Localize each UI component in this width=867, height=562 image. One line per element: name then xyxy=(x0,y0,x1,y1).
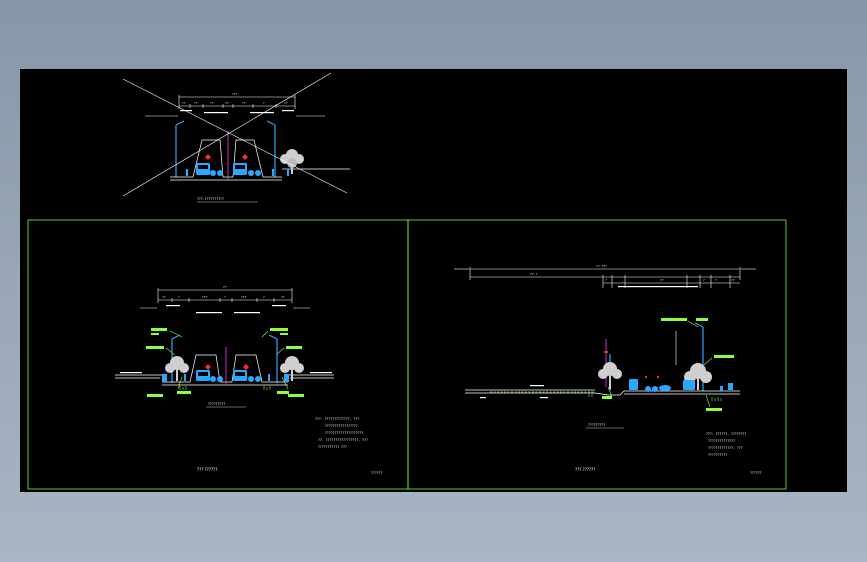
top-dim: ?? xyxy=(242,101,246,105)
left-dim: ??? xyxy=(241,295,247,299)
right-dim: ? xyxy=(715,278,717,282)
top-dim: ?? xyxy=(225,101,229,105)
top-dim: ?? xyxy=(210,101,214,105)
left-panel-section[interactable]: ?? ?? ? ??? ? ??? ? ?? xyxy=(115,285,383,475)
note-line: ?????????????, ??? xyxy=(708,446,743,450)
right-panel-section[interactable]: ??.??? ??.? ? ?? ? ? ?? xyxy=(454,264,762,475)
left-dim-total: ?? xyxy=(223,285,227,289)
note-line: ??. ?????????????????, ??? xyxy=(318,438,368,442)
left-panel-frame[interactable] xyxy=(27,219,409,490)
right-sheet-number: ?????? xyxy=(750,471,762,475)
top-dim: ?? xyxy=(194,101,198,105)
note-line: ???: ??????, ???????? xyxy=(706,432,746,436)
note-line: ?????????? xyxy=(708,453,727,457)
right-panel-title: ??? ?????? xyxy=(575,467,595,472)
tree-icon xyxy=(598,362,622,389)
tree-icon xyxy=(280,356,304,381)
right-section-caption: ????????? xyxy=(588,423,605,427)
right-dim: ??.? xyxy=(530,272,537,276)
top-dim: ? xyxy=(263,101,265,105)
right-dim-total: ??.??? xyxy=(596,264,607,268)
right-panel-frame[interactable] xyxy=(407,219,787,490)
note-line: ?????????????? xyxy=(708,439,735,443)
left-sheet-number: ?????? xyxy=(371,471,383,475)
drawing-canvas[interactable]: ??? ?? ?? ?? ?? ?? ? ?? xyxy=(20,69,847,492)
top-dim: ?? xyxy=(182,101,186,105)
left-dim: ?? xyxy=(162,295,166,299)
left-dim: ? xyxy=(224,295,226,299)
left-dim: ?? xyxy=(281,295,285,299)
cross-out-lines xyxy=(122,72,348,197)
top-section[interactable]: ??? ?? ?? ?? ?? ?? ? ?? xyxy=(122,72,350,203)
left-notes: ???: ?????????????, ??? ????????????????… xyxy=(315,417,368,449)
right-dim: ?? xyxy=(731,278,735,282)
right-dim: ? xyxy=(703,278,705,282)
note-line: ????????????????? xyxy=(325,424,358,428)
left-dim: ? xyxy=(178,295,180,299)
top-caption: ???-?????????? xyxy=(197,197,224,201)
note-line: ???: ?????????????, ??? xyxy=(315,417,359,421)
cad-drawing: ??? ?? ?? ?? ?? ?? ? ?? xyxy=(27,72,787,490)
note-line: ???????????????????? xyxy=(325,431,363,435)
top-dim-total: ??? xyxy=(232,92,238,96)
tree-icon xyxy=(280,149,304,174)
left-section-caption: ????????? xyxy=(208,402,225,406)
right-dim: ? xyxy=(605,278,607,282)
top-dim: ?? xyxy=(284,101,288,105)
right-notes: ???: ??????, ???????? ?????????????? ???… xyxy=(706,432,746,457)
left-dim: ? xyxy=(263,295,265,299)
left-panel-title: ??? ?????? xyxy=(197,467,217,472)
left-dim: ??? xyxy=(202,295,208,299)
note-line: ??????????? ??? xyxy=(318,445,347,449)
tree-icon xyxy=(165,356,189,381)
right-dim: ?? xyxy=(660,278,664,282)
